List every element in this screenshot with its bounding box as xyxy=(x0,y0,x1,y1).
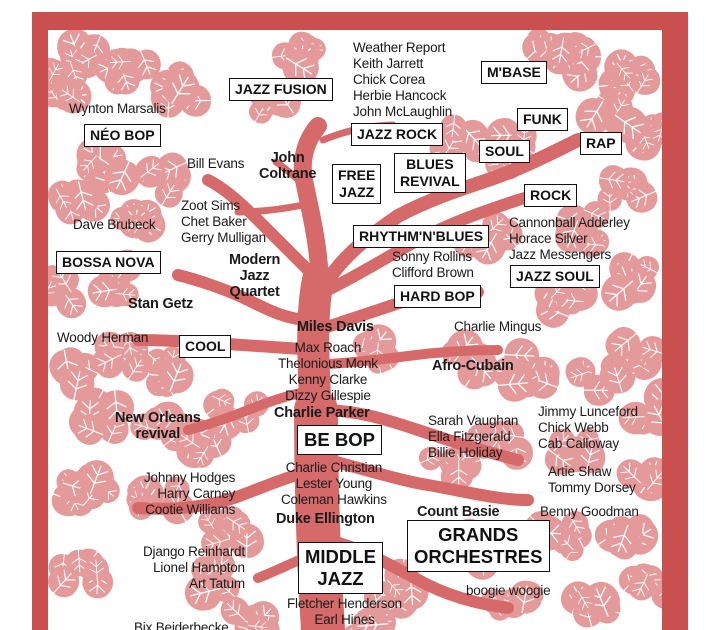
genre-free-jazz: FREE JAZZ xyxy=(332,164,382,204)
artists-fusion: Weather Report Keith Jarrett Chick Corea… xyxy=(353,40,453,119)
name-count-basie: Count Basie xyxy=(417,504,500,520)
genre-be-bop: BE BOP xyxy=(297,425,382,455)
frame-left xyxy=(32,12,48,630)
genre-neo-bop: NÉO BOP xyxy=(84,124,161,147)
artists-swing-bands: Jimmy Lunceford Chick Webb Cab Calloway xyxy=(538,404,638,451)
genre-mbase: M'BASE xyxy=(481,61,547,84)
artists-ellington: Johnny Hodges Harry Carney Cootie Willia… xyxy=(144,470,236,517)
frame-top xyxy=(32,12,688,30)
artist-dave-brubeck: Dave Brubeck xyxy=(73,217,156,232)
artist-woody-herman: Woody Herman xyxy=(57,330,149,345)
genre-funk: FUNK xyxy=(517,108,568,131)
artists-cool-west: Zoot Sims Chet Baker Gerry Mulligan xyxy=(181,198,266,245)
genre-blues-revival: BLUES REVIVAL xyxy=(394,153,466,193)
jazz-family-tree: JAZZ FUSION M'BASE NÉO BOP JAZZ ROCK FUN… xyxy=(48,30,662,630)
frame-right xyxy=(662,12,688,630)
genre-jazz-rock: JAZZ ROCK xyxy=(351,123,444,146)
name-afro-cubain: Afro-Cubain xyxy=(432,358,514,374)
artists-roots: Fletcher Henderson Earl Hines xyxy=(287,596,402,627)
artists-middle: Django Reinhardt Lionel Hampton Art Tatu… xyxy=(143,544,245,591)
label-boogie-woogie: boogie woogie xyxy=(466,583,551,598)
name-john-coltrane: John Coltrane xyxy=(259,150,317,182)
name-duke-ellington: Duke Ellington xyxy=(276,511,375,527)
name-modern-jazz-quartet: Modern Jazz Quartet xyxy=(229,252,281,300)
genre-jazz-soul: JAZZ SOUL xyxy=(510,265,600,288)
genre-jazz-fusion: JAZZ FUSION xyxy=(229,78,333,101)
artist-benny-goodman: Benny Goodman xyxy=(540,504,639,519)
name-miles-davis: Miles Davis xyxy=(297,319,374,335)
genre-cool: COOL xyxy=(179,335,232,358)
artists-vocal: Sarah Vaughan Ella Fitzgerald Billie Hol… xyxy=(428,413,519,460)
name-stan-getz: Stan Getz xyxy=(128,296,194,312)
genre-soul: SOUL xyxy=(479,140,530,163)
name-new-orleans-revival: New Orleans revival xyxy=(115,410,201,442)
genre-hard-bop: HARD BOP xyxy=(394,285,481,308)
genre-rhythm-n-blues: RHYTHM'N'BLUES xyxy=(353,225,490,248)
artist-bill-evans: Bill Evans xyxy=(187,156,245,171)
artist-bix-beiderbecke: Bix Beiderbecke xyxy=(134,620,229,630)
genre-rap: RAP xyxy=(580,132,622,155)
genre-grands-orchestres: GRANDS ORCHESTRES xyxy=(407,520,550,572)
artist-wynton-marsalis: Wynton Marsalis xyxy=(69,101,166,116)
genre-bossa-nova: BOSSA NOVA xyxy=(56,251,161,274)
genre-middle-jazz: MIDDLE JAZZ xyxy=(298,542,383,594)
artists-shaw-dorsey: Artie Shaw Tommy Dorsey xyxy=(548,464,636,495)
artists-jazz-soul: Cannonball Adderley Horace Silver Jazz M… xyxy=(509,215,630,262)
artists-hard-bop: Sonny Rollins Clifford Brown xyxy=(392,249,474,280)
artists-swing: Charlie Christian Lester Young Coleman H… xyxy=(281,460,387,507)
artist-charlie-mingus: Charlie Mingus xyxy=(454,319,542,334)
name-charlie-parker: Charlie Parker xyxy=(274,405,370,421)
artists-bop: Max Roach Thelonious Monk Kenny Clarke D… xyxy=(278,340,378,403)
genre-rock: ROCK xyxy=(524,184,578,207)
